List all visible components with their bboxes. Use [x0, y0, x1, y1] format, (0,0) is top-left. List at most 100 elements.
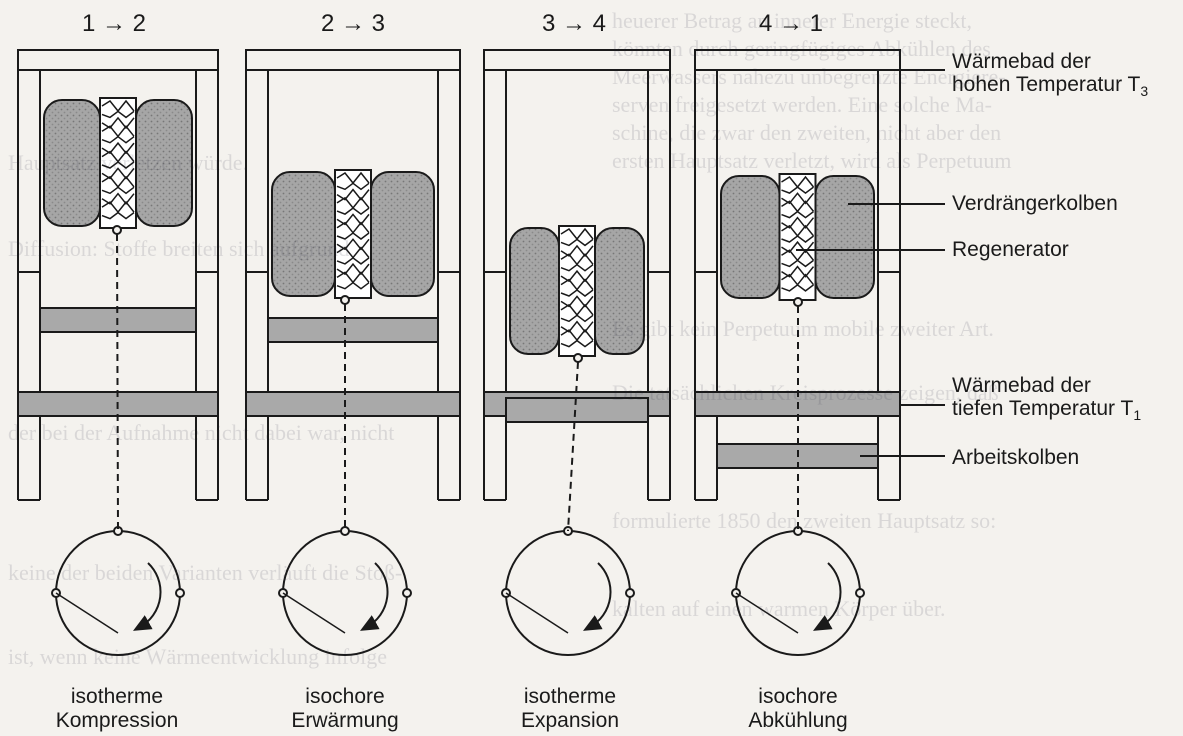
displacer-connecting-rod: [116, 233, 119, 532]
regenerator-strand: [101, 192, 135, 205]
background-bleed-text: ersten Hauptsatz verletzt, wird als Perp…: [612, 148, 1012, 173]
legend-hot-bath: Wärmebad der hohen Temperatur T3: [952, 50, 1148, 103]
step-label-3-4: 3 → 4: [542, 10, 607, 37]
regenerator-strand: [560, 244, 594, 258]
regenerator-strand: [560, 269, 594, 283]
regenerator-strand: [781, 216, 815, 229]
working-piston: [505, 397, 649, 423]
regenerator-strand: [336, 281, 370, 290]
regenerator-strand: [781, 192, 815, 205]
background-bleed-text: der bei der Aufnahme nicht dabei war, ni…: [8, 420, 395, 445]
background-bleed-text: könnten durch geringfügiges Abkühlen des: [612, 36, 991, 61]
hot-bath-plate: [483, 49, 671, 71]
engine-stage-1-2: [17, 49, 219, 656]
background-bleed-text: Hauptsatz verletzen würde.: [8, 150, 249, 175]
crank-pin-right: [175, 588, 185, 598]
regenerator-mesh: [560, 227, 594, 348]
regenerator-strand: [336, 213, 370, 226]
regenerator-strand: [101, 116, 135, 130]
crank-arm: [505, 592, 569, 634]
regenerator: [99, 97, 137, 229]
engine-stage-3-4: [483, 49, 671, 656]
legend-displacer: Verdrängerkolben: [952, 192, 1118, 215]
background-bleed-text: Diffusion: Stoffe breiten sich aufgrund: [8, 236, 350, 261]
crank-pin-right: [402, 588, 412, 598]
displacer-rod-joint: [340, 295, 350, 305]
crank-arm: [282, 592, 346, 634]
regenerator-mesh: [781, 175, 815, 292]
regenerator-strand: [560, 320, 594, 333]
regenerator-strand: [336, 188, 370, 201]
crank-arm: [735, 592, 799, 634]
crank-pin-right: [855, 588, 865, 598]
displacer-right-block: [814, 175, 875, 299]
displacer-left-block: [720, 175, 781, 299]
regenerator-strand: [101, 186, 135, 195]
regenerator-strand: [336, 207, 370, 216]
regenerator-strand: [781, 265, 815, 278]
caption-3-4: isotherme Expansion: [495, 685, 645, 733]
regenerator-strand: [781, 283, 814, 292]
caption-line1: isotherme: [70, 685, 164, 708]
regenerator-strand: [781, 186, 814, 195]
step-label-1-2: 1 → 2: [82, 10, 147, 37]
regenerator-strand: [101, 141, 135, 155]
background-bleed-text: keine der beiden Varianten verläuft die …: [8, 560, 403, 585]
caption-1-2: isotherme Kompression: [42, 685, 192, 733]
caption-line1: isochore: [758, 685, 838, 708]
caption-2-3: isochore Erwärmung: [270, 685, 420, 733]
background-bleed-text: Die tatsächlichen Kreisprozesse zeigen, …: [612, 380, 999, 405]
regenerator-mesh: [101, 99, 135, 220]
engine-stage-4-1: [694, 49, 901, 656]
step-label-4-1: 4 → 1: [759, 10, 824, 37]
regenerator-strand: [781, 235, 814, 243]
legend-cold-bath-line2: tiefen Temperatur T1: [952, 397, 1142, 424]
hot-bath-plate: [245, 49, 461, 71]
working-piston: [267, 317, 439, 343]
regenerator-strand: [336, 256, 370, 265]
displacer-left-block: [509, 227, 560, 355]
hot-bath-plate: [694, 49, 901, 71]
crank-arm: [55, 592, 119, 634]
cold-bath-band: [245, 391, 461, 417]
legend-working-piston: Arbeitskolben: [952, 446, 1080, 469]
background-bleed-text: Es gibt kein Perpetuum mobile zweiter Ar…: [612, 316, 994, 341]
displacer-connecting-rod: [567, 361, 579, 532]
caption-line2: Abkühlung: [748, 709, 848, 732]
background-bleed-text: kalten auf einen warmen Körper über.: [612, 596, 946, 621]
legend-hot-bath-line1: Wärmebad der: [952, 50, 1091, 73]
regenerator-strand: [336, 232, 370, 240]
legend-regenerator: Regenerator: [952, 238, 1069, 261]
caption-line1: isotherme: [523, 685, 617, 708]
regenerator-strand: [101, 211, 135, 220]
regenerator-strand: [560, 263, 594, 272]
regenerator-strand: [336, 182, 370, 191]
regenerator-strand: [781, 240, 815, 254]
caption-line1: isochore: [305, 685, 385, 708]
crank-pin-right: [625, 588, 635, 598]
background-bleed-text: heuerer Betrag an innerer Energie steckt…: [612, 8, 972, 33]
rotation-arrow: [133, 562, 162, 631]
regenerator-strand: [101, 110, 135, 119]
displacer-rod-joint: [112, 225, 122, 235]
regenerator-strand: [336, 238, 370, 251]
regenerator-strand: [781, 259, 814, 268]
background-bleed-text: ist, wenn keine Wärmeentwicklung infolge: [8, 644, 387, 669]
rotation-arrow: [583, 562, 612, 631]
regenerator-strand: [560, 339, 594, 348]
regenerator-strand: [560, 295, 594, 308]
displacer-rod-joint: [573, 353, 583, 363]
displacer-left-block: [271, 171, 336, 297]
regenerator-mesh: [336, 171, 370, 290]
background-bleed-text: serven freigesetzt werden. Eine solche M…: [612, 92, 992, 117]
rotation-arrow: [360, 562, 389, 631]
engine-stage-2-3: [245, 49, 461, 656]
caption-line2: Kompression: [55, 709, 179, 732]
regenerator-strand: [560, 314, 594, 323]
background-bleed-text: schine, die zwar den zweiten, nicht aber…: [612, 120, 1002, 145]
legend-cold-bath: Wärmebad der tiefen Temperatur T1: [952, 374, 1141, 427]
regenerator-strand: [101, 167, 135, 180]
regenerator-strand: [336, 262, 370, 276]
rotation-arrow: [813, 562, 842, 631]
